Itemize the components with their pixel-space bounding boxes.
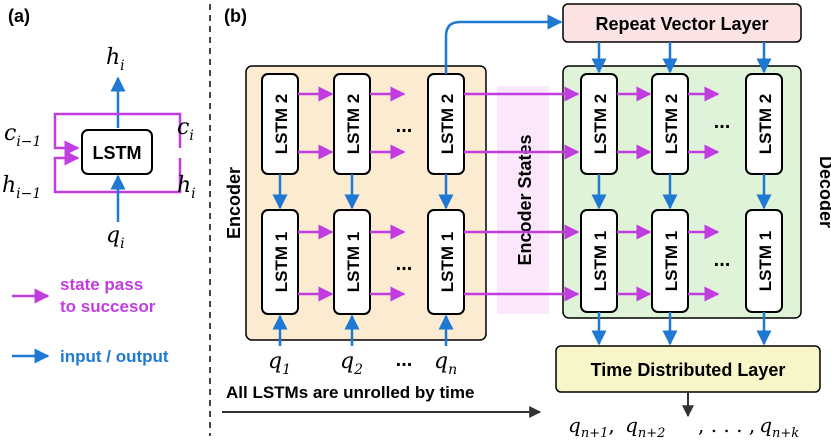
lstm-cell [81,129,153,175]
encoder-states-label: Encoder States [515,134,535,265]
encoder-state-arrows [298,86,580,302]
c-loop-arrow [53,112,182,156]
output-sequence-tail: , . . . ,qn+k [698,413,799,440]
encoder-label: Encoder [224,167,244,239]
encoder-states-band [497,86,549,314]
legend-state-line1: state pass [60,275,143,294]
enc-lstm2-label-2: LSTM 2 [344,94,363,154]
c-prev-label: ci−1 [4,121,41,150]
dec-lstm2-label-1: LSTM 2 [591,94,610,154]
enc-lstm1-cell-2 [333,209,371,315]
dec-lstm1-label-2: LSTM 1 [662,231,681,291]
legend-state-line2: to succesor [60,297,156,316]
enc-lstm2-label-n: LSTM 2 [438,94,457,154]
encoder-lstm1-row: LSTM 1 LSTM 1 LSTM 1 [261,209,465,315]
decoder-box [562,65,802,319]
repeat-vector-label: Repeat Vector Layer [595,14,768,34]
enc-lstm1-label-1: LSTM 1 [272,232,291,292]
dec-lstm2-label-k: LSTM 2 [756,94,775,154]
repeat-vector-layer [562,3,802,43]
enc-lstm1-label-2: LSTM 1 [344,232,363,292]
enc-lstm1-cell-n [427,209,465,315]
lstm-cell-label: LSTM [93,143,142,163]
h-prev-label: hi−1 [2,173,41,202]
decoder-label: Decoder [816,156,831,228]
dec-lstm2-label-2: LSTM 2 [662,94,681,154]
dec-lstm1-label-k: LSTM 1 [756,231,775,291]
c-next-label: ci [177,115,194,144]
dec-dots-top: ... [714,111,731,133]
input-qn: qn [434,349,457,378]
decoder-lstm2-row: LSTM 2 LSTM 2 LSTM 2 [580,73,783,175]
panel-b-tag: (b) [224,6,247,26]
input-q1: q1 [268,349,291,378]
unrolled-caption: All LSTMs are unrolled by time [226,383,474,402]
output-sequence: qn+1, qn+2 [568,413,665,440]
enc-dots-bottom: ... [396,253,413,275]
h-out-label: hi [106,45,125,74]
dec-lstm1-label-1: LSTM 1 [591,231,610,291]
time-distributed-label: Time Distributed Layer [591,360,786,380]
input-dots: ... [396,349,413,371]
enc-lstm1-label-n: LSTM 1 [438,232,457,292]
q-in-label: qi [106,223,125,252]
decoder-io-arrows [591,42,772,346]
h-loop-arrow [53,150,182,194]
input-q2: q2 [340,349,363,378]
decoder-state-arrows [617,86,720,302]
encoder-lstm2-row: LSTM 2 LSTM 2 LSTM 2 [261,73,465,175]
enc-dots-top: ... [396,115,413,137]
panel-a-tag: (a) [8,6,30,26]
decoder-lstm1-row: LSTM 1 LSTM 1 LSTM 1 [580,209,783,313]
encoder-io-arrows [272,14,563,346]
dec-dots-bottom: ... [714,249,731,271]
encoder-box [245,65,487,341]
enc-lstm1-cell-1 [261,209,299,315]
enc-lstm2-label-1: LSTM 2 [272,94,291,154]
legend-io-label: input / output [60,347,169,366]
h-next-label: hi [177,173,196,202]
